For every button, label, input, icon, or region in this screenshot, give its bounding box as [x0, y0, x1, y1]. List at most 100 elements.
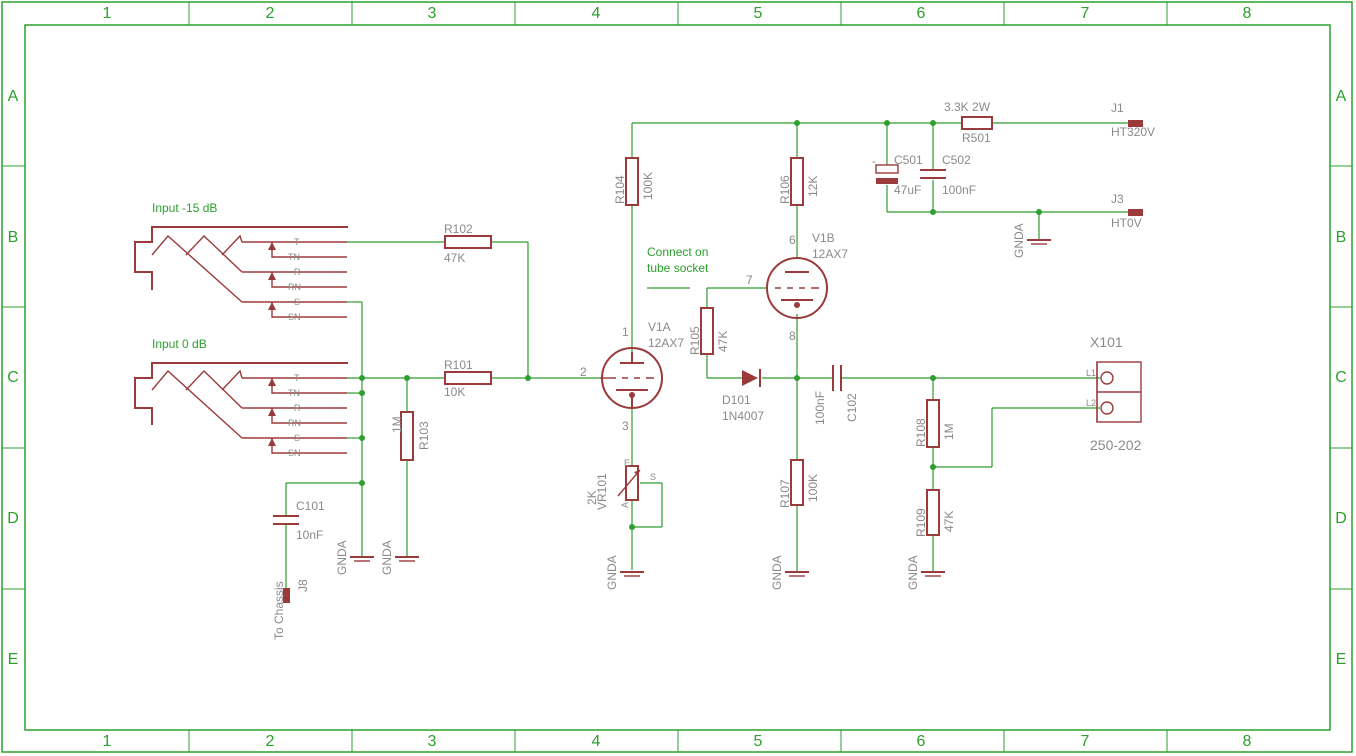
col-label-8: 8	[1243, 5, 1252, 22]
r108-name: R108	[914, 418, 928, 447]
j1-name: J1	[1111, 101, 1124, 115]
ground-label-4: GNDA	[770, 555, 784, 590]
tube-v1b: 6 7 8 V1B 12AX7	[746, 231, 848, 343]
r103-value: 1M	[390, 416, 404, 433]
v1a-value: 12AX7	[648, 336, 684, 350]
v1b-pin-cathode: 8	[789, 329, 796, 343]
c501-polarity: -	[872, 154, 876, 168]
v1a-pin-cathode: 3	[622, 419, 629, 433]
row-label-e: E	[8, 651, 19, 668]
ground-symbols: GNDA GNDA GNDA GNDA GNDA GNDA	[335, 223, 1051, 590]
jack1-pin-t: T	[294, 237, 300, 247]
resistor-r104: R104 100K	[613, 157, 655, 206]
row-label-d-right: D	[1335, 510, 1347, 527]
row-label-d: D	[7, 510, 19, 527]
resistor-r105: R105 47K	[688, 307, 730, 355]
diode-d101: D101 1N4007	[722, 369, 764, 423]
ground-label-1: GNDA	[335, 540, 349, 575]
resistor-r103: 1M R103	[390, 411, 431, 461]
j8-value: To Chassis	[272, 581, 286, 640]
wires	[285, 122, 1130, 588]
j8-name: J8	[296, 579, 310, 592]
terminal-block-x101: L1 L2 X101 250-202	[1086, 334, 1142, 453]
connect-note-line1: Connect on	[647, 245, 708, 259]
x101-pin-2: L2	[1086, 398, 1096, 408]
connector-j1: J1 HT320V	[1111, 101, 1155, 139]
input-jack-minus15: Input -15 dB T TN R RN S SN	[134, 201, 348, 322]
r107-name: R107	[778, 479, 792, 508]
r106-value: 12K	[806, 176, 820, 197]
c502-name: C502	[942, 153, 971, 167]
jack2-pin-r: R	[294, 403, 301, 413]
col-label-6: 6	[917, 5, 926, 22]
col-label-8-bottom: 8	[1243, 733, 1252, 750]
c101-value: 10nF	[296, 528, 323, 542]
v1a-pin-grid: 2	[580, 365, 587, 379]
j1-value: HT320V	[1111, 125, 1155, 139]
jack1-pin-s: S	[294, 297, 300, 307]
r103-name: R103	[417, 421, 431, 450]
v1b-pin-plate: 6	[789, 233, 796, 247]
input-0-label: Input 0 dB	[152, 337, 207, 351]
ground-label-6: GNDA	[1012, 223, 1026, 258]
resistor-r106: R106 12K	[778, 157, 820, 206]
input-jack-0db: Input 0 dB T TN R RN S SN	[134, 337, 348, 458]
c502-value: 100nF	[942, 183, 976, 197]
ground-label-5: GNDA	[906, 555, 920, 590]
vr101-pin-e: E	[624, 458, 630, 468]
r101-name: R101	[444, 358, 473, 372]
r102-value: 47K	[444, 251, 465, 265]
v1a-name: V1A	[648, 320, 671, 334]
col-label-7-bottom: 7	[1081, 733, 1090, 750]
ground-icon: GNDA	[335, 540, 374, 575]
r104-value: 100K	[641, 172, 655, 200]
connector-j8: To Chassis J8	[272, 579, 310, 640]
r101-value: 10K	[444, 385, 465, 399]
input-minus15-label: Input -15 dB	[152, 201, 217, 215]
col-label-3: 3	[428, 5, 437, 22]
jack2-pin-tn: TN	[288, 388, 300, 398]
ground-icon: GNDA	[1012, 223, 1051, 258]
c501-name: C501	[894, 153, 923, 167]
r107-value: 100K	[806, 474, 820, 502]
capacitor-c102: 100nF C102	[813, 365, 859, 425]
jack1-pin-rn: RN	[288, 282, 301, 292]
jack1-pin-sn: SN	[288, 312, 301, 322]
r105-name: R105	[688, 326, 702, 355]
r108-value: 1M	[942, 423, 956, 440]
ground-label-3: GNDA	[605, 555, 619, 590]
r109-name: R109	[914, 508, 928, 537]
connect-note-line2: tube socket	[647, 261, 709, 275]
r109-value: 47K	[942, 511, 956, 532]
col-label-2: 2	[266, 5, 275, 22]
c102-name: C102	[845, 393, 859, 422]
tube-v1a: 1 2 3 V1A 12AX7	[580, 320, 684, 433]
col-label-2-bottom: 2	[266, 733, 275, 750]
c501-value: 47uF	[894, 183, 921, 197]
vr101-pin-s: S	[650, 472, 656, 482]
x101-pin-1: L1	[1086, 368, 1096, 378]
row-label-c: C	[7, 369, 19, 386]
row-label-b-right: B	[1336, 229, 1347, 246]
x101-value: 250-202	[1090, 437, 1142, 453]
resistor-r108: R108 1M	[914, 399, 956, 448]
x101-name: X101	[1090, 334, 1123, 350]
c101-name: C101	[296, 499, 325, 513]
vr101-value: 2K	[585, 490, 599, 505]
c102-value: 100nF	[813, 391, 827, 425]
col-label-7: 7	[1081, 5, 1090, 22]
row-label-a: A	[8, 88, 19, 105]
r102-name: R102	[444, 222, 473, 236]
capacitor-c502: C502 100nF	[920, 153, 976, 197]
capacitor-c501: - C501 47uF	[872, 153, 923, 197]
col-label-1-bottom: 1	[103, 733, 112, 750]
j3-value: HT0V	[1111, 216, 1142, 230]
col-label-4-bottom: 4	[592, 733, 601, 750]
jack2-pin-rn: RN	[288, 418, 301, 428]
row-label-e-right: E	[1336, 651, 1347, 668]
v1b-value: 12AX7	[812, 247, 848, 261]
ground-icon: GNDA	[605, 555, 644, 590]
ground-label-2: GNDA	[380, 540, 394, 575]
